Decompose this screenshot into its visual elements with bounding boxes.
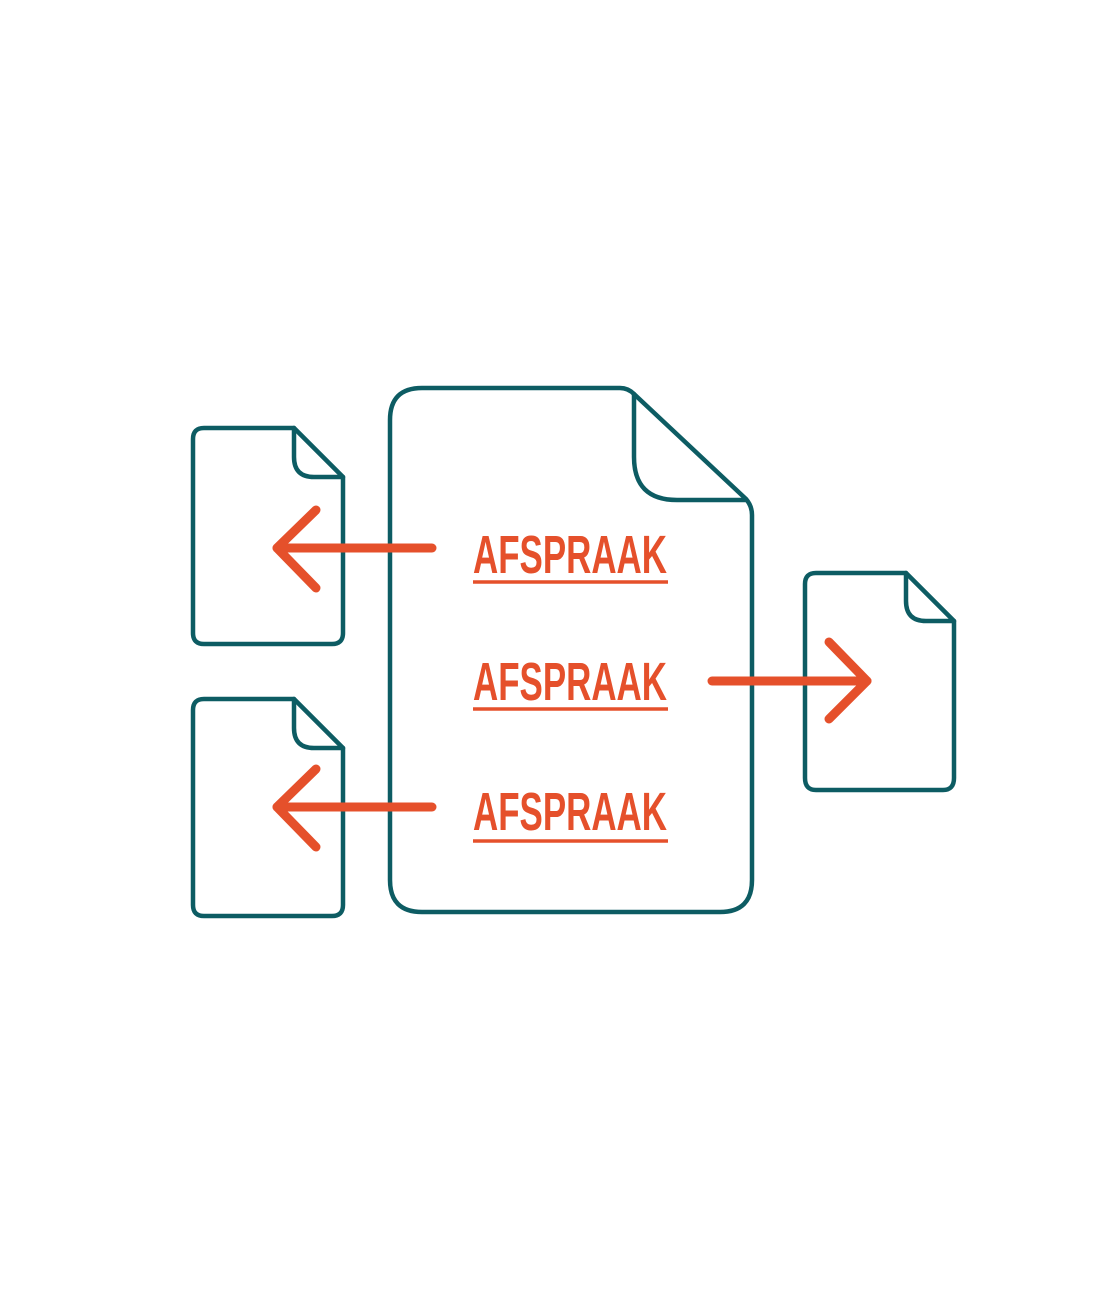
document-fold <box>291 425 346 480</box>
arrow-right-icon <box>707 637 872 724</box>
term-label[interactable]: AFSPRAAK <box>473 782 667 842</box>
term-row-1: AFSPRAAK <box>272 505 668 593</box>
arrow-head <box>272 505 321 593</box>
document-icon <box>802 570 957 793</box>
main-document <box>387 385 755 915</box>
document-fold <box>291 696 346 751</box>
term-label[interactable]: AFSPRAAK <box>473 652 667 712</box>
document-fold <box>903 570 957 624</box>
main-document-fold <box>631 391 749 503</box>
document-icon <box>190 696 346 919</box>
arrow-head <box>824 637 872 724</box>
term-label[interactable]: AFSPRAAK <box>473 525 667 585</box>
linked-document-right <box>802 570 957 793</box>
linked-document-bottom-left <box>190 696 346 919</box>
term-row-3: AFSPRAAK <box>272 764 668 852</box>
linked-document-top-left <box>190 425 346 647</box>
arrow-left-icon <box>272 505 437 593</box>
arrow-left-icon <box>272 764 437 852</box>
document-icon <box>190 425 346 647</box>
term-row-2: AFSPRAAK <box>473 637 872 724</box>
arrow-head <box>272 764 321 852</box>
